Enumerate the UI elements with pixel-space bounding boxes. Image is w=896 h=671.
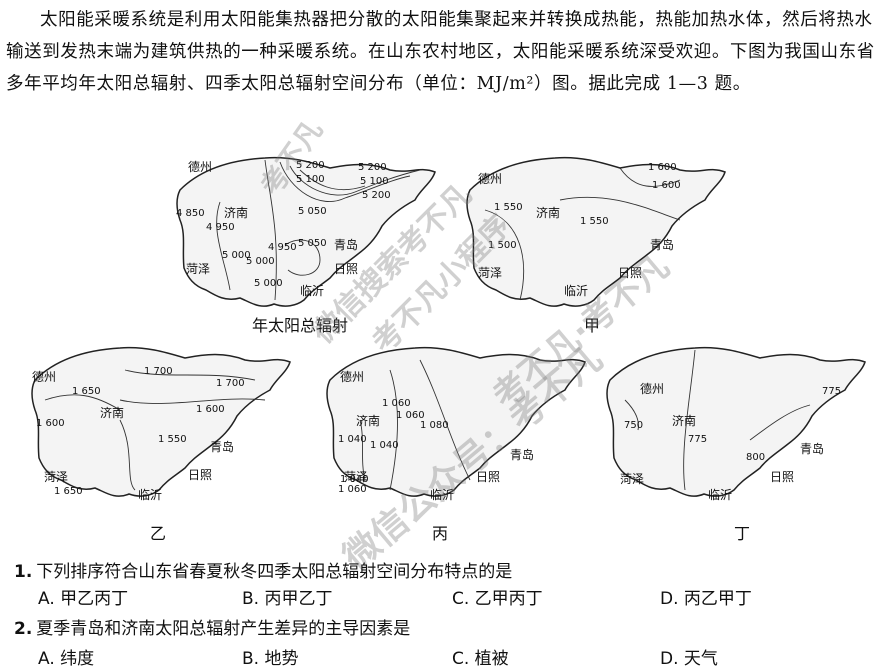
yi-isoline-label: 1 650 — [54, 486, 83, 497]
maps-svg — [31, 156, 866, 497]
question-2-number: 2. — [14, 619, 33, 639]
yi-isoline-label: 1 600 — [196, 404, 225, 415]
ding-city-rizhao: 日照 — [770, 470, 795, 484]
ding-isoline-label: 800 — [746, 452, 766, 463]
ding-city-dezhou: 德州 — [640, 382, 665, 396]
annual-isoline-label: 5 000 — [246, 256, 275, 267]
annual-isoline-label: 5 200 — [296, 160, 325, 171]
bing-isoline-label: 1 040 — [338, 434, 367, 445]
question-2-stem: 夏季青岛和济南太阳总辐射产生差异的主导因素是 — [36, 619, 411, 639]
bing-isoline-label: 1 060 — [338, 484, 367, 495]
annual-caption: 年太阳总辐射 — [252, 316, 349, 335]
annual-isoline-label: 5 050 — [298, 206, 327, 217]
yi-caption: 乙 — [150, 524, 167, 543]
jia-isoline-label: 1 600 — [652, 180, 681, 191]
annual-isoline-label: 5 100 — [296, 174, 325, 185]
question-1-stem: 下列排序符合山东省春夏秋冬四季太阳总辐射空间分布特点的是 — [36, 562, 513, 582]
yi-city-dezhou: 德州 — [32, 370, 57, 384]
yi-city-linyi: 临沂 — [138, 488, 163, 502]
ding-isoline-label: 750 — [624, 420, 644, 431]
ding-city-linyi: 临沂 — [708, 488, 733, 502]
question-1-number: 1. — [14, 562, 33, 582]
ding-city-heze: 菏泽 — [620, 472, 645, 486]
annual-isoline-label: 4 950 — [206, 222, 235, 233]
q1-option-b[interactable]: B. 丙甲乙丁 — [242, 589, 333, 609]
q1-option-d[interactable]: D. 丙乙甲丁 — [660, 589, 752, 609]
bing-city-dezhou: 德州 — [340, 370, 365, 384]
map-figure: 德州 济南 青岛 菏泽 日照 临沂 5 200 5 100 5 200 5 10… — [0, 140, 896, 550]
jia-city-qingdao: 青岛 — [650, 238, 675, 252]
annual-isoline-label: 4 950 — [268, 242, 297, 253]
jia-isoline-label: 1 600 — [648, 162, 677, 173]
yi-isoline-label: 1 700 — [144, 366, 173, 377]
bing-isoline-label: 1 040 — [370, 440, 399, 451]
annual-isoline-label: 4 850 — [176, 208, 205, 219]
jia-city-rizhao: 日照 — [618, 266, 643, 280]
map-yi — [31, 346, 291, 497]
annual-city-dezhou: 德州 — [188, 160, 213, 174]
yi-city-qingdao: 青岛 — [210, 440, 235, 454]
yi-city-heze: 菏泽 — [44, 470, 69, 484]
annual-isoline-label: 5 200 — [358, 162, 387, 173]
yi-isoline-label: 1 550 — [158, 434, 187, 445]
ding-city-qingdao: 青岛 — [800, 442, 825, 456]
map-bing — [326, 346, 586, 497]
bing-isoline-label: 1 080 — [420, 420, 449, 431]
jia-city-dezhou: 德州 — [478, 172, 503, 186]
q2-option-a[interactable]: A. 纬度 — [38, 649, 95, 669]
bing-city-rizhao: 日照 — [476, 470, 501, 484]
q2-option-c[interactable]: C. 植被 — [452, 649, 509, 669]
annual-city-jinan: 济南 — [224, 206, 249, 220]
bing-isoline-label: 1 040 — [340, 474, 369, 485]
q2-option-d[interactable]: D. 天气 — [660, 649, 718, 669]
bing-city-jinan: 济南 — [356, 414, 381, 428]
question-2: 2.夏季青岛和济南太阳总辐射产生差异的主导因素是 — [14, 614, 410, 639]
intro-paragraph: 太阳能采暖系统是利用太阳能集热器把分散的太阳能集聚起来并转换成热能，热能加热水体… — [6, 10, 875, 94]
map-ding — [606, 346, 866, 497]
yi-isoline-label: 1 650 — [72, 386, 101, 397]
annual-city-rizhao: 日照 — [334, 262, 359, 276]
annual-isoline-label: 5 000 — [254, 278, 283, 289]
annual-isoline-label: 5 000 — [222, 250, 251, 261]
bing-isoline-label: 1 060 — [382, 398, 411, 409]
jia-isoline-label: 1 550 — [494, 202, 523, 213]
yi-city-rizhao: 日照 — [188, 468, 213, 482]
q1-option-c[interactable]: C. 乙甲丙丁 — [452, 589, 543, 609]
annual-city-linyi: 临沂 — [300, 284, 325, 298]
ding-caption: 丁 — [734, 524, 751, 543]
jia-city-linyi: 临沂 — [564, 284, 589, 298]
map-annual — [176, 156, 436, 307]
map-jia — [466, 156, 726, 307]
bing-city-linyi: 临沂 — [430, 488, 455, 502]
bing-isoline-label: 1 060 — [396, 410, 425, 421]
ding-isoline-label: 775 — [688, 434, 708, 445]
bing-city-heze: 菏泽 — [344, 470, 369, 484]
ding-isoline-label: 775 — [822, 386, 842, 397]
annual-isoline-label: 5 050 — [298, 238, 327, 249]
bing-caption: 丙 — [432, 524, 449, 543]
jia-isoline-label: 1 500 — [488, 240, 517, 251]
annual-isoline-label: 5 200 — [362, 190, 391, 201]
yi-city-jinan: 济南 — [100, 406, 125, 420]
q1-option-a[interactable]: A. 甲乙丙丁 — [38, 589, 129, 609]
jia-caption: 甲 — [584, 316, 601, 335]
jia-isoline-label: 1 550 — [580, 216, 609, 227]
q2-option-b[interactable]: B. 地势 — [242, 649, 299, 669]
question-1: 1.下列排序符合山东省春夏秋冬四季太阳总辐射空间分布特点的是 — [14, 557, 512, 582]
ding-city-jinan: 济南 — [672, 414, 697, 428]
jia-city-heze: 菏泽 — [478, 266, 503, 280]
yi-isoline-label: 1 600 — [36, 418, 65, 429]
annual-city-qingdao: 青岛 — [334, 238, 359, 252]
annual-isoline-label: 5 100 — [360, 176, 389, 187]
jia-city-jinan: 济南 — [536, 206, 561, 220]
bing-city-qingdao: 青岛 — [510, 448, 535, 462]
annual-city-heze: 菏泽 — [186, 262, 211, 276]
yi-isoline-label: 1 700 — [216, 378, 245, 389]
